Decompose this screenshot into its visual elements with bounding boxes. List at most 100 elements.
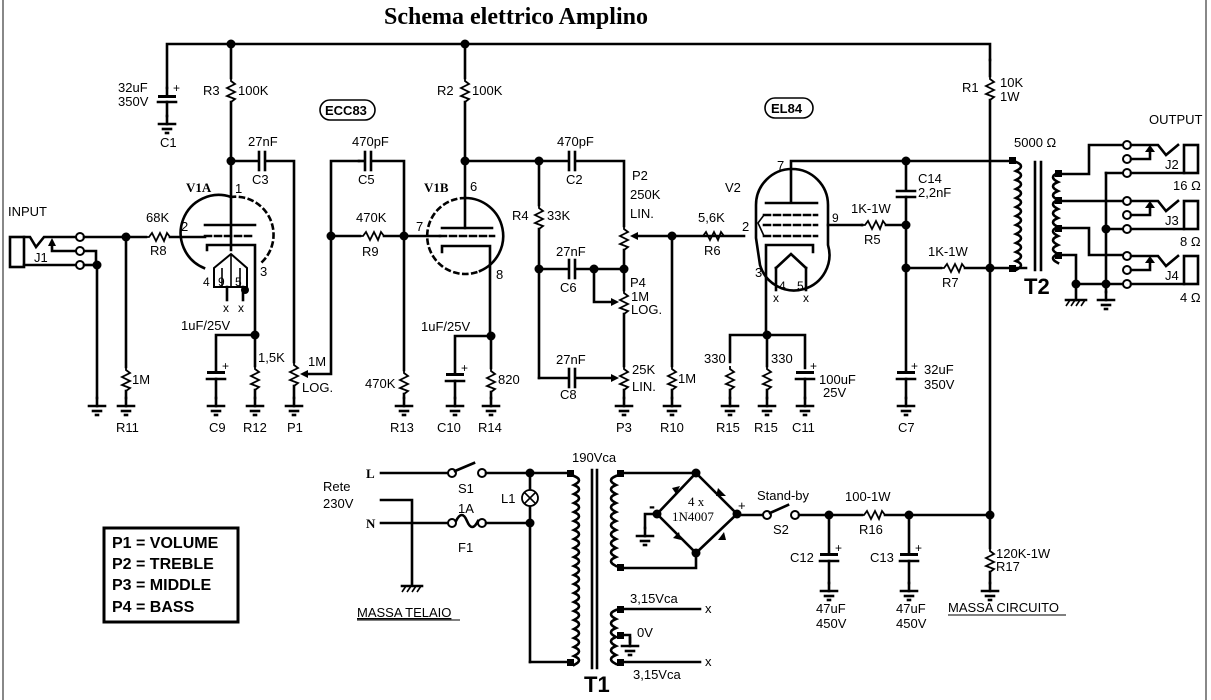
- legend-p1: P1 = VOLUME: [112, 535, 219, 552]
- c1-ref: C1: [160, 135, 177, 150]
- r15a-value: 330: [704, 351, 726, 366]
- v2-pin-2: 2: [742, 219, 749, 234]
- output-wiring: OUTPUT: [1060, 112, 1203, 311]
- t1-heater-top: 3,15Vca: [630, 591, 678, 606]
- v2-pin-4: 4: [779, 279, 786, 293]
- v2-label: V2: [725, 180, 741, 195]
- r5-ref: R5: [864, 232, 881, 247]
- capacitor-c5: 470pF C5: [352, 134, 406, 238]
- f1-value: 1A: [458, 501, 474, 516]
- t1-heater-bottom: 3,15Vca: [633, 667, 681, 682]
- v1a-pin-1: 1: [235, 181, 242, 196]
- svg-text:ECC83: ECC83: [325, 103, 367, 118]
- s2-label: Stand-by: [757, 488, 810, 503]
- r13-value: 470K: [365, 376, 396, 391]
- p4-ref: P4: [630, 275, 646, 290]
- t1-heater-nc-1: x: [705, 601, 712, 616]
- v1b-pin-6: 6: [470, 179, 477, 194]
- r9-value: 470K: [356, 210, 387, 225]
- j3-impedance: 8 Ω: [1180, 234, 1201, 249]
- v1a-label: V1A: [186, 180, 212, 195]
- resistor-r1: R1 10K 1W: [962, 58, 1023, 550]
- c5-ref: C5: [358, 172, 375, 187]
- legend-box: P1 = VOLUME P2 = TREBLE P3 = MIDDLE P4 =…: [102, 526, 240, 624]
- r2-value: 100K: [472, 83, 503, 98]
- v1b-label: V1B: [424, 180, 449, 195]
- c11-ref: C11: [792, 420, 815, 435]
- r12-ref: R12: [243, 420, 267, 435]
- v1a-nc-1: x: [223, 301, 229, 315]
- v1a-cathode-network: + 1uF/25V C9 1,5K R12: [181, 318, 285, 435]
- p2-value: 250K: [630, 187, 661, 202]
- resistor-r9: 470K R9: [326, 210, 442, 259]
- v2-cathode-network: + 330 330 100uF 25V R15 R15 C11: [704, 330, 856, 435]
- t1-primary-voltage: 190Vca: [572, 450, 617, 465]
- c6-value: 27nF: [556, 244, 586, 259]
- b-plus-rail: [165, 39, 992, 90]
- v2-pin-9: 9: [832, 211, 839, 225]
- r11-value: 1M: [132, 372, 150, 387]
- potentiometer-p4[interactable]: P4 1M LOG.: [619, 275, 662, 368]
- l1-ref: L1: [501, 491, 515, 506]
- c1-voltage: 350V: [118, 94, 149, 109]
- c7-voltage: 350V: [924, 377, 955, 392]
- c13-ref: C13: [870, 550, 894, 565]
- r11-ref: R11: [116, 420, 139, 435]
- c14-value: 2,2nF: [918, 185, 951, 200]
- r8-ref: R8: [150, 243, 167, 258]
- c13-voltage: 450V: [896, 616, 927, 631]
- c12-value: 47uF: [816, 601, 846, 616]
- v1a-pin-2: 2: [181, 219, 188, 234]
- svg-text:+: +: [222, 359, 229, 373]
- r15a-ref: R15: [716, 420, 740, 435]
- input-jack-j1[interactable]: INPUT J1: [8, 204, 107, 417]
- c7-value: 32uF: [924, 362, 954, 377]
- t2-ref: T2: [1024, 274, 1050, 299]
- svg-text:+: +: [173, 81, 180, 95]
- circuit-ground-label: MASSA CIRCUITO: [948, 600, 1059, 615]
- schematic-title: Schema elettrico Amplino: [384, 4, 648, 30]
- c13-value: 47uF: [896, 601, 926, 616]
- c7-ref: C7: [898, 420, 915, 435]
- r6-ref: R6: [704, 243, 721, 258]
- bridge-rectifier: - + 4 x 1N4007: [635, 468, 746, 558]
- v2-pin-7: 7: [777, 158, 784, 173]
- p4-value: 1M: [631, 289, 649, 304]
- p1-value: 1M: [308, 354, 326, 369]
- output-jack-j3[interactable]: J3 8 Ω: [1122, 196, 1201, 249]
- s1-ref: S1: [458, 481, 474, 496]
- potentiometer-p3[interactable]: 25K LIN. P3: [614, 362, 656, 435]
- c2-ref: C2: [566, 172, 583, 187]
- p2-ref: P2: [632, 168, 648, 183]
- c1-value: 32uF: [118, 80, 148, 95]
- fuse-f1: 1A F1: [447, 501, 531, 555]
- f1-ref: F1: [458, 540, 473, 555]
- potentiometer-p1[interactable]: 1M LOG. P1: [284, 159, 361, 435]
- j4-label: J4: [1165, 268, 1179, 283]
- resistor-r10: 1M R10: [660, 231, 696, 435]
- p3-ref: P3: [616, 420, 632, 435]
- bridge-minus: -: [649, 496, 655, 516]
- r2-ref: R2: [437, 83, 454, 98]
- potentiometer-p2[interactable]: P2 250K LIN.: [619, 168, 746, 292]
- output-label: OUTPUT: [1149, 112, 1203, 127]
- r17-value: 120K-1W: [996, 546, 1051, 561]
- r12-value: 1,5K: [258, 350, 285, 365]
- r16-ref: R16: [859, 522, 883, 537]
- r15b-value: 330: [771, 351, 793, 366]
- power-switch-s1[interactable]: S1: [447, 461, 531, 496]
- v1a-pin-5: 5: [235, 275, 242, 289]
- legend-p2: P2 = TREBLE: [112, 556, 214, 573]
- j2-label: J2: [1165, 157, 1179, 172]
- standby-switch-s2[interactable]: Stand-by S2: [735, 488, 864, 537]
- output-jack-j4[interactable]: J4 4 Ω: [1122, 251, 1201, 305]
- resistor-r6: 5,6K R6: [698, 210, 725, 258]
- r13-ref: R13: [390, 420, 414, 435]
- r16-value: 100-1W: [845, 489, 891, 504]
- c12-voltage: 450V: [816, 616, 847, 631]
- r1-ref: R1: [962, 80, 979, 95]
- input-label: INPUT: [8, 204, 47, 219]
- output-jack-j2[interactable]: J2 16 Ω: [1122, 140, 1201, 193]
- svg-text:EL84: EL84: [771, 101, 803, 116]
